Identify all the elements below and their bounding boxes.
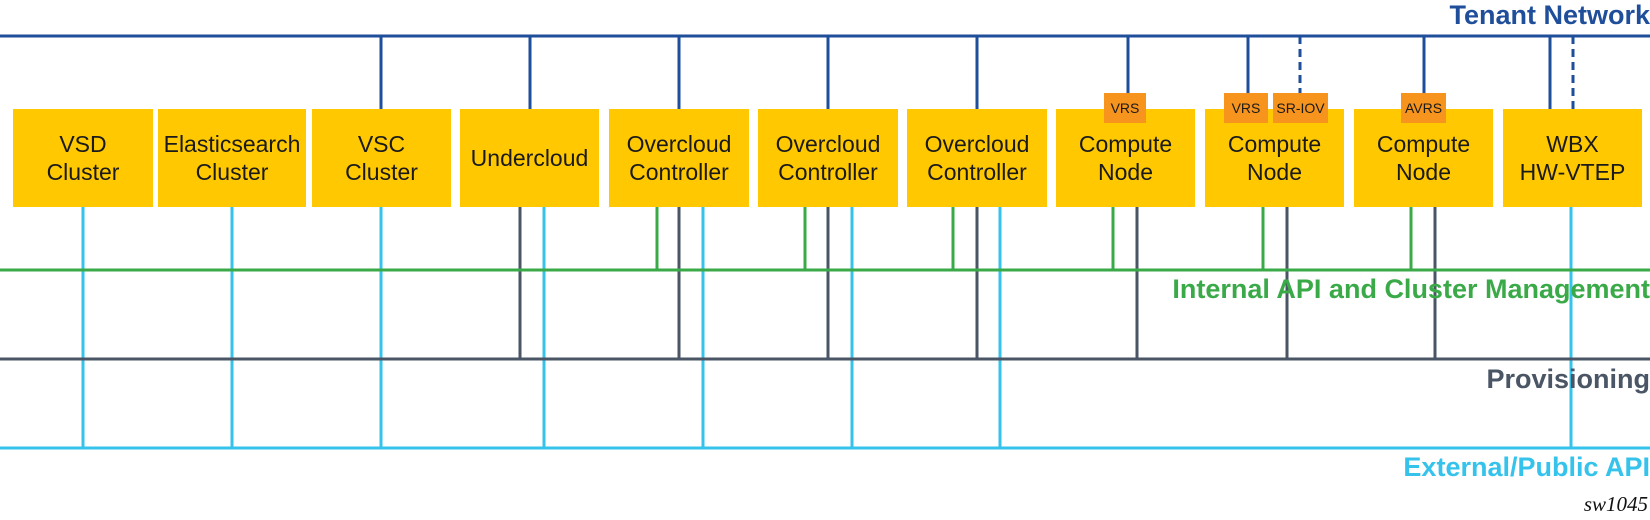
node-label: VSC Cluster	[345, 131, 418, 185]
node-label: VSD Cluster	[46, 131, 120, 185]
node-box: Compute Node	[1056, 109, 1195, 207]
node-label: Overcloud Controller	[775, 131, 881, 185]
node-label: Overcloud Controller	[924, 131, 1030, 185]
figure-id: sw1045	[1583, 492, 1648, 516]
node-box: Elasticsearch Cluster	[158, 109, 306, 207]
node-box: Compute Node	[1354, 109, 1493, 207]
node-box: Undercloud	[460, 109, 599, 207]
external-public-api-network-label: External/Public API	[1403, 452, 1650, 482]
node-badge: VRS	[1224, 93, 1268, 123]
node-box: VSC Cluster	[312, 109, 451, 207]
node-box: Overcloud Controller	[609, 109, 749, 207]
provisioning-network-label: Provisioning	[1486, 364, 1650, 394]
node-label: Compute Node	[1227, 131, 1322, 185]
node-box: Overcloud Controller	[907, 109, 1047, 207]
node-label: Undercloud	[470, 145, 589, 171]
node-badge: SR-IOV	[1273, 93, 1328, 123]
node-badge: AVRS	[1401, 93, 1446, 123]
node-label: Elasticsearch Cluster	[163, 131, 301, 185]
node-box: Overcloud Controller	[758, 109, 898, 207]
internal-api-network-label: Internal API and Cluster Management	[1172, 274, 1650, 304]
tenant-network-label: Tenant Network	[1449, 0, 1650, 30]
node-label: WBX HW-VTEP	[1519, 131, 1626, 185]
node-box: WBX HW-VTEP	[1503, 109, 1642, 207]
node-label: Overcloud Controller	[626, 131, 732, 185]
node-box: VSD Cluster	[13, 109, 153, 207]
node-label: Compute Node	[1376, 131, 1471, 185]
node-label: Compute Node	[1078, 131, 1173, 185]
node-box: Compute Node	[1205, 109, 1344, 207]
node-badge: VRS	[1104, 93, 1146, 123]
